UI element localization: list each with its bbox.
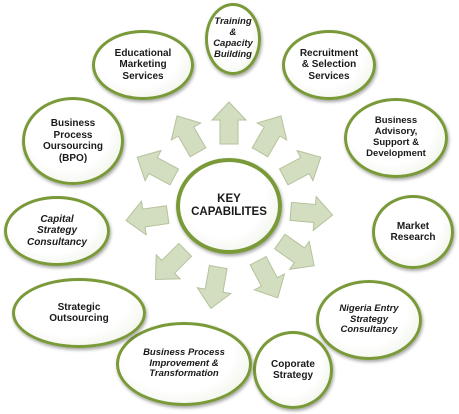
arrow-to-market [289, 195, 334, 232]
node-outsourcing: Strategic Outsourcing [12, 278, 146, 348]
node-recruitment-label: Recruitment & Selection Services [299, 47, 359, 82]
node-advisory: Business Advisory, Support & Development [344, 98, 448, 178]
node-advisory-label: Business Advisory, Support & Development [366, 115, 426, 159]
arrow-to-nigeria [273, 233, 315, 270]
arrow-to-coporate [249, 255, 286, 299]
node-bpo-label: Business Process Oursourcing (BPO) [42, 118, 103, 164]
node-outsourcing-label: Strategic Outsourcing [49, 301, 109, 325]
node-bpi: Business Process Improvement & Transform… [116, 322, 252, 406]
node-capital-label: Capital Strategy Consultancy [26, 213, 87, 248]
node-educational: Educational Marketing Services [92, 30, 194, 100]
node-nigeria: Nigeria Entry Strategy Consultancy [316, 280, 422, 360]
node-training: Training & Capacity Building [205, 3, 261, 75]
node-market-label: Market Research [390, 220, 436, 244]
center-node: KEY CAPABILITES [176, 158, 282, 254]
node-coporate-label: Coporate Strategy [271, 358, 315, 382]
node-recruitment: Recruitment & Selection Services [282, 30, 376, 100]
node-bpo: Business Process Oursourcing (BPO) [22, 97, 124, 185]
center-label: KEY CAPABILITES [191, 192, 267, 218]
node-educational-label: Educational Marketing Services [114, 47, 172, 82]
arrow-to-capital [125, 199, 170, 236]
arrow-to-recruitment [251, 115, 288, 158]
arrow-to-educational [170, 115, 207, 158]
node-coporate: Coporate Strategy [253, 331, 333, 409]
node-nigeria-label: Nigeria Entry Strategy Consultancy [339, 302, 399, 336]
node-training-label: Training & Capacity Building [213, 16, 253, 60]
node-market: Market Research [372, 195, 454, 269]
arrow-to-advisory [278, 149, 322, 186]
node-bpi-label: Business Process Improvement & Transform… [143, 346, 225, 380]
arrow-to-training [210, 101, 248, 145]
arrow-to-outsourcing [154, 242, 193, 281]
arrow-to-bpi [196, 264, 233, 310]
arrow-to-bpo [136, 149, 180, 186]
node-capital: Capital Strategy Consultancy [4, 196, 110, 266]
